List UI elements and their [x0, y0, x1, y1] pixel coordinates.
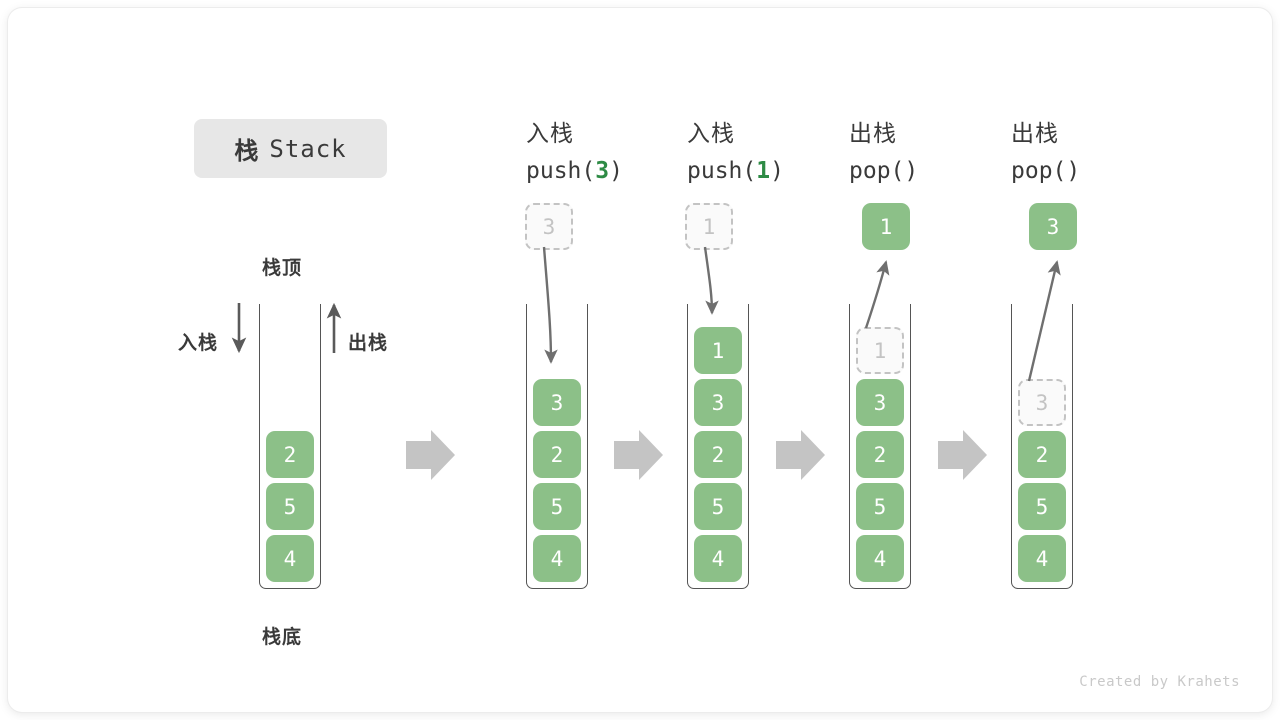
title-cn: 栈	[234, 138, 260, 165]
header-cn: 出栈	[1011, 120, 1059, 146]
column-header-pop-1: 出栈 pop()	[849, 114, 918, 190]
code-post: )	[609, 158, 623, 184]
stack-frame-push-3	[526, 304, 588, 589]
title-en: Stack	[269, 134, 347, 163]
stack-cell: 3	[856, 379, 904, 426]
column-header-push-3: 入栈 push(3)	[526, 114, 623, 190]
stack-frame-pop-3	[1011, 304, 1073, 589]
vacated-ghost-box: 3	[1018, 379, 1066, 426]
stack-cell: 3	[694, 379, 742, 426]
watermark: Created by Krahets	[1079, 674, 1240, 690]
arrows-overlay	[231, 246, 1061, 480]
incoming-ghost-box: 3	[525, 203, 573, 250]
code-post: )	[770, 158, 784, 184]
code-pre: pop(	[1011, 158, 1067, 184]
push-side-label: 入栈	[178, 333, 219, 354]
code-pre: pop(	[849, 158, 905, 184]
stack-cell: 5	[1018, 483, 1066, 530]
stack-top-label: 栈顶	[262, 258, 303, 279]
stage-arrow-3	[776, 430, 825, 480]
header-code: push(3)	[526, 152, 623, 190]
header-cn: 入栈	[687, 120, 735, 146]
column-header-pop-3: 出栈 pop()	[1011, 114, 1080, 190]
stack-frame-push-1	[687, 304, 749, 589]
stage-arrow-4	[938, 430, 987, 480]
popped-box: 1	[862, 203, 910, 250]
stack-cell: 4	[856, 535, 904, 582]
popped-box: 3	[1029, 203, 1077, 250]
code-num: 1	[756, 158, 771, 184]
column-header-push-1: 入栈 push(1)	[687, 114, 784, 190]
stack-frame-initial	[259, 304, 321, 589]
stack-cell: 5	[266, 483, 314, 530]
stack-cell: 3	[533, 379, 581, 426]
stack-cell: 5	[533, 483, 581, 530]
code-post: )	[904, 158, 919, 184]
header-cn: 出栈	[849, 120, 897, 146]
header-code: push(1)	[687, 152, 784, 190]
header-code: pop()	[1011, 152, 1080, 190]
code-num: 3	[595, 158, 610, 184]
stack-cell: 5	[856, 483, 904, 530]
stack-cell: 4	[266, 535, 314, 582]
stack-cell: 5	[694, 483, 742, 530]
incoming-ghost-box: 1	[685, 203, 733, 250]
stack-bottom-label: 栈底	[262, 627, 303, 648]
stack-cell: 2	[856, 431, 904, 478]
stack-cell: 1	[694, 327, 742, 374]
stack-frame-pop-1	[849, 304, 911, 589]
stack-cell: 4	[533, 535, 581, 582]
stack-cell: 2	[694, 431, 742, 478]
title-badge: 栈 Stack	[194, 119, 387, 178]
code-pre: push(	[687, 158, 757, 184]
stage-arrow-1	[406, 430, 455, 480]
stack-cell: 4	[694, 535, 742, 582]
stage-arrow-2	[614, 430, 663, 480]
pop-side-label: 出栈	[348, 333, 389, 354]
header-cn: 入栈	[526, 120, 574, 146]
header-code: pop()	[849, 152, 918, 190]
stack-cell: 2	[1018, 431, 1066, 478]
code-pre: push(	[526, 158, 596, 184]
stack-cell: 2	[533, 431, 581, 478]
code-post: )	[1066, 158, 1081, 184]
diagram-card: 栈 Stack 入栈 出栈 栈顶 栈底 2 5 4 入栈 push(3) 3 3…	[8, 8, 1272, 712]
vacated-ghost-box: 1	[856, 327, 904, 374]
stack-cell: 2	[266, 431, 314, 478]
stack-cell: 4	[1018, 535, 1066, 582]
